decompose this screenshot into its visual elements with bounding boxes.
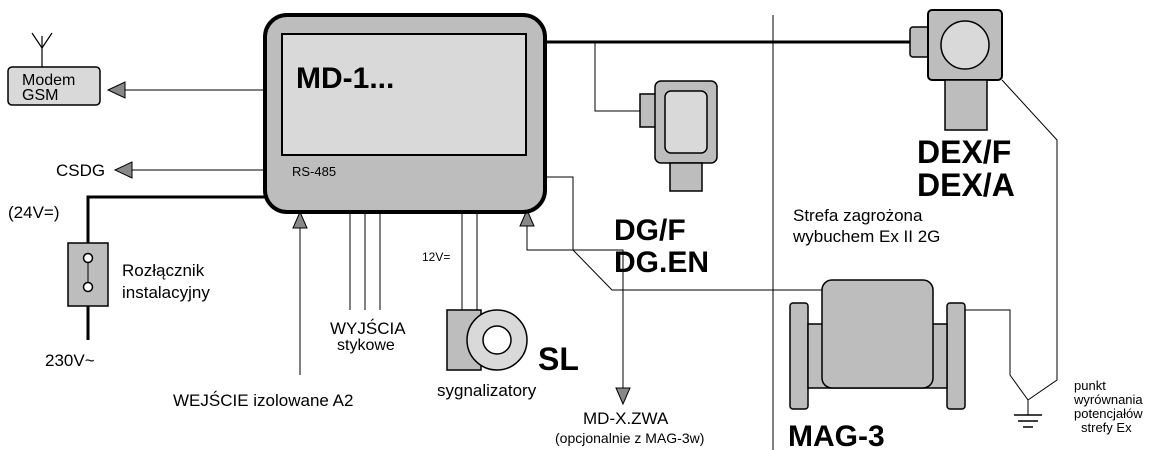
outputs-label-line1: WYJŚCIA [330, 319, 406, 338]
mag-meter [789, 279, 966, 410]
dg-sensor [639, 80, 718, 192]
arrow-input [292, 210, 308, 229]
zone-label-line2: wybuchem Ex II 2G [792, 227, 940, 246]
dex-label-line2: DEX/A [917, 167, 1015, 203]
ground-label-line1: punkt [1074, 378, 1106, 393]
ground-label-line2: wyrównania [1073, 392, 1143, 407]
dg-label-line2: DG.EN [614, 246, 709, 279]
ground-line-dex [1001, 79, 1058, 401]
signaler-code: SL [538, 341, 579, 377]
arrow-mdx [615, 387, 631, 406]
ground-label-line4: strefy Ex [1081, 420, 1132, 435]
signaler-name: sygnalizatory [437, 381, 537, 400]
ground-line-mag [965, 309, 1029, 401]
dg-label-line1: DG/F [614, 214, 686, 247]
modem-box [7, 66, 101, 106]
switch-label-line1: Rozłącznik [122, 261, 205, 280]
switch-icon [67, 242, 109, 307]
dex-sensor [909, 9, 1003, 131]
zone-label-line1: Strefa zagrożona [793, 206, 923, 225]
controller-md1 [263, 13, 547, 214]
input-label: WEJŚCIE izolowane A2 [173, 391, 353, 410]
v12-label: 12V= [422, 250, 450, 264]
supply-dc-label: (24V=) [8, 203, 60, 222]
dex-label-line1: DEX/F [917, 134, 1011, 170]
controller-title: MD-1... [296, 62, 394, 95]
signaler-icon [446, 309, 528, 371]
supply-ac-label: 230V~ [45, 351, 95, 370]
ground-label-line3: potencjałów [1074, 406, 1143, 421]
arrow-modem [106, 81, 126, 99]
switch-label-line2: instalacyjny [122, 283, 210, 302]
ground-icon [1014, 414, 1042, 428]
mdx-label-line2: (opcjonalnie z MAG-3w) [555, 430, 704, 446]
connection-dg [594, 42, 640, 112]
arrow-csdg [113, 161, 133, 179]
connection-mag [526, 226, 624, 388]
modem-label-line2: GSM [22, 87, 58, 104]
mag-label: MAG-3 [788, 420, 885, 450]
antenna-icon [31, 32, 53, 67]
modem-label-line1: Modem [22, 72, 75, 89]
outputs-label-line2: stykowe [337, 337, 395, 354]
controller-port-label: RS-485 [292, 164, 336, 179]
mdx-label-line1: MD-X.ZWA [583, 409, 669, 428]
csdg-label: CSDG [56, 161, 105, 180]
connection-mag-sensor [545, 176, 822, 291]
